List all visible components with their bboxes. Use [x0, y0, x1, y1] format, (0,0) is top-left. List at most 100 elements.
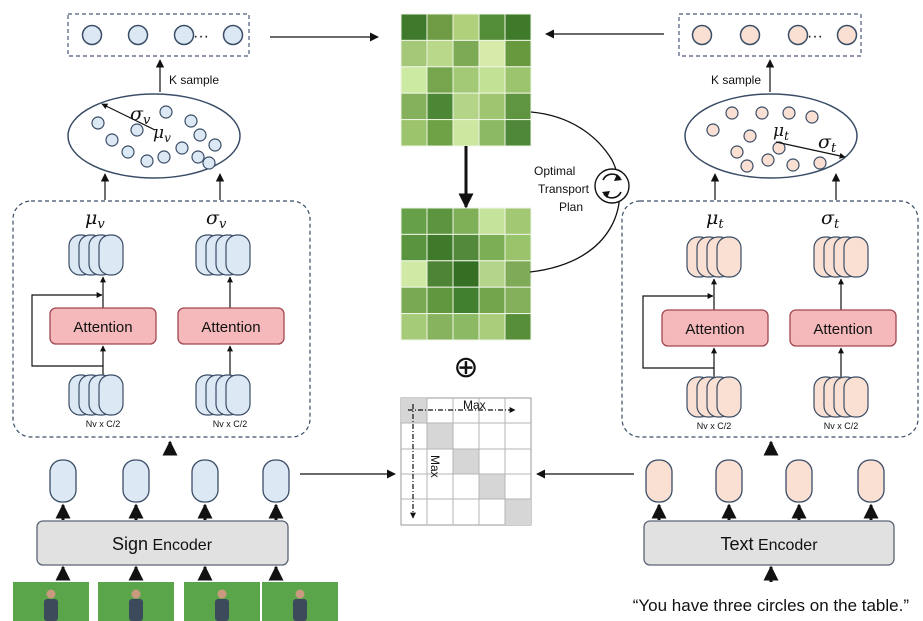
matrix-cell: [400, 92, 428, 121]
oplus-icon: ⊕: [453, 351, 478, 384]
matrix-cell: [478, 233, 506, 262]
matrix-cell: [504, 13, 532, 41]
ot-label-line1: Optimal: [534, 164, 575, 178]
video-frame: [262, 582, 338, 621]
matrix-cell: [452, 313, 480, 341]
sign-sample-row: ···: [67, 13, 250, 57]
sign-distribution: σv μv: [67, 93, 241, 179]
sign-token: [262, 459, 290, 503]
matrix-cell: [400, 260, 428, 288]
max-row-label: Max: [463, 398, 486, 412]
sign-sample-point: [127, 24, 149, 46]
sign-sample-point: [173, 24, 195, 46]
text-dim-right: Nv x C/2: [824, 421, 859, 431]
sign-encoder-label: Sign Encoder: [112, 534, 213, 554]
matrix-cell: [504, 313, 532, 341]
sign-sigma-inner: σv: [130, 103, 151, 128]
text-sigma-radius-arrow: [775, 141, 846, 159]
ot-label-line3: Plan: [559, 200, 583, 214]
sign-attention-left: [49, 307, 157, 345]
text-attention-right-label: Attention: [813, 321, 872, 338]
matrix-cell: [426, 39, 454, 68]
sign-sigma-label: σv: [206, 207, 227, 232]
text-sigma-feature-stack: [813, 236, 869, 278]
center-column: Optimal Transport Plan ⊕: [270, 13, 664, 526]
max-col-label: Max: [428, 455, 442, 478]
sign-sigma-feature-stack: [195, 234, 251, 276]
sign-mu-label: μv: [85, 207, 105, 232]
sign-attention-right-label: Attention: [201, 319, 260, 336]
matrix-cell: [504, 233, 532, 262]
matrix-cell: [452, 260, 480, 288]
video-frame: [184, 582, 260, 621]
matrix-cell: [504, 39, 532, 68]
text-attention-right: [789, 309, 897, 347]
refresh-cycle-icon: [594, 168, 630, 204]
sign-video-frames: [13, 582, 338, 621]
sign-ellipsis: ···: [193, 28, 209, 45]
sign-token: [49, 459, 77, 503]
ot-label-line2: Transport: [538, 182, 590, 196]
text-mu-feature-stack: [686, 236, 742, 278]
matrix-cell: [400, 66, 428, 94]
matrix-cell: [452, 13, 480, 41]
ot-plan-arc: [529, 111, 621, 273]
matrix-cell: [504, 207, 532, 235]
sign-token: [122, 459, 150, 503]
text-mu-inner: μt: [773, 121, 789, 143]
matrix-cell: [400, 13, 428, 41]
matrix-cell: [400, 119, 428, 147]
sign-attention-left-label: Attention: [73, 319, 132, 336]
text-sample-row: ···: [678, 13, 862, 57]
matrix-cell: [426, 13, 454, 41]
matrix-cell: [478, 92, 506, 121]
matrix-cell: [400, 286, 428, 315]
matrix-cell: [452, 92, 480, 121]
matrix-cell: [426, 233, 454, 262]
text-attention-left: [661, 309, 769, 347]
sign-sigma-radius-arrow: [101, 103, 156, 131]
sign-input-stack-right: [195, 374, 251, 416]
text-branch: ··· K sample μt σt μt σt: [621, 13, 919, 615]
text-input-stack-right: [813, 376, 869, 418]
matrix-cell: [426, 66, 454, 94]
matrix-cell: [478, 66, 506, 94]
text-k-sample-label: K sample: [711, 73, 761, 87]
video-frame: [98, 582, 174, 621]
matrix-cell: [426, 119, 454, 147]
matrix-cell: [452, 66, 480, 94]
max-similarity-grid: Max Max: [400, 397, 532, 526]
text-attention-left-label: Attention: [685, 321, 744, 338]
sign-sample-point: [81, 24, 103, 46]
text-token: [715, 459, 743, 503]
text-token: [857, 459, 885, 503]
matrix-cell: [426, 313, 454, 341]
matrix-cell: [504, 92, 532, 121]
matrix-cell: [426, 286, 454, 315]
matrix-cell: [478, 39, 506, 68]
sign-dim-right: Nv x C/2: [213, 419, 248, 429]
text-sigma-inner: σt: [818, 131, 837, 156]
text-input-stack-left: [686, 376, 742, 418]
sign-encoder: [36, 520, 289, 566]
matrix-cell: [478, 119, 506, 147]
text-sample-point: [739, 24, 761, 46]
matrix-cell: [478, 286, 506, 315]
sign-token: [191, 459, 219, 503]
matrix-cell: [504, 119, 532, 147]
text-sample-point: [691, 24, 713, 46]
input-sentence: “You have three circles on the table.”: [633, 596, 910, 615]
matrix-cell: [452, 233, 480, 262]
text-ellipsis: ···: [807, 28, 823, 45]
text-dim-left: Nv x C/2: [697, 421, 732, 431]
text-sample-point: [787, 24, 809, 46]
matrix-cell: [452, 39, 480, 68]
text-distribution: μt σt: [684, 93, 858, 179]
matrix-cell: [478, 313, 506, 341]
text-token: [645, 459, 673, 503]
matrix-cell: [400, 39, 428, 68]
matrix-cell: [400, 233, 428, 262]
text-token: [785, 459, 813, 503]
text-encoder: [643, 520, 895, 566]
matrix-cell: [400, 313, 428, 341]
